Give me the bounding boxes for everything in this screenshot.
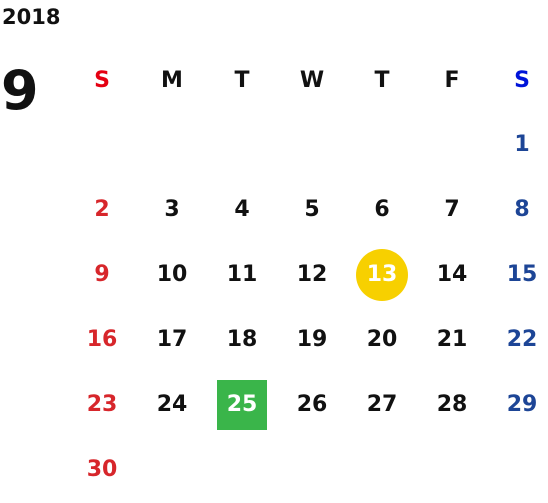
empty-cell: [207, 112, 277, 177]
day-cell[interactable]: 4: [207, 177, 277, 242]
day-number: 7: [444, 197, 460, 222]
day-number: 2: [94, 197, 110, 222]
day-number: 3: [164, 197, 180, 222]
day-number: 12: [296, 262, 328, 287]
weekday-header-tuesday: T: [234, 67, 250, 93]
day-cell[interactable]: 24: [137, 372, 207, 437]
day-number: 24: [156, 392, 188, 417]
day-number: 13: [366, 262, 398, 287]
year-label: 2018: [2, 5, 61, 29]
day-cell[interactable]: 27: [347, 372, 417, 437]
weekday-header-monday: M: [161, 67, 183, 93]
day-cell[interactable]: 15: [487, 242, 548, 307]
day-number: 26: [296, 392, 328, 417]
weekday-header-saturday: S: [514, 67, 530, 93]
empty-cell: [347, 112, 417, 177]
day-cell[interactable]: 5: [277, 177, 347, 242]
day-number: 1: [514, 132, 530, 157]
day-cell[interactable]: 29: [487, 372, 548, 437]
day-cell[interactable]: 10: [137, 242, 207, 307]
day-cell[interactable]: 23: [67, 372, 137, 437]
day-number: 17: [156, 327, 188, 352]
day-cell[interactable]: 6: [347, 177, 417, 242]
empty-cell: [137, 112, 207, 177]
day-number: 23: [86, 392, 118, 417]
day-number: 4: [234, 197, 250, 222]
day-cell[interactable]: 20: [347, 307, 417, 372]
empty-cell: [417, 112, 487, 177]
day-cell[interactable]: 8: [487, 177, 548, 242]
day-number: 28: [436, 392, 468, 417]
day-number: 9: [94, 262, 110, 287]
day-number: 14: [436, 262, 468, 287]
day-cell[interactable]: 30: [67, 437, 137, 502]
day-number: 20: [366, 327, 398, 352]
day-cell-highlighted[interactable]: 25: [207, 372, 277, 437]
day-number: 15: [506, 262, 538, 287]
day-cell[interactable]: 18: [207, 307, 277, 372]
day-cell[interactable]: 26: [277, 372, 347, 437]
day-cell[interactable]: 1: [487, 112, 548, 177]
day-number: 5: [304, 197, 320, 222]
day-cell[interactable]: 9: [67, 242, 137, 307]
day-number: 16: [86, 327, 118, 352]
day-number: 19: [296, 327, 328, 352]
day-cell[interactable]: 2: [67, 177, 137, 242]
day-cell[interactable]: 16: [67, 307, 137, 372]
empty-cell: [67, 112, 137, 177]
month-number: 9: [1, 59, 39, 122]
empty-cell: [277, 112, 347, 177]
day-number: 21: [436, 327, 468, 352]
day-cell[interactable]: 3: [137, 177, 207, 242]
weekday-header-sunday: S: [94, 67, 110, 93]
day-number: 27: [366, 392, 398, 417]
weekday-header-thursday: T: [374, 67, 390, 93]
day-number: 8: [514, 197, 530, 222]
day-cell[interactable]: 28: [417, 372, 487, 437]
day-cell[interactable]: 7: [417, 177, 487, 242]
day-cell-today[interactable]: 13: [347, 242, 417, 307]
day-cell[interactable]: 14: [417, 242, 487, 307]
day-cell[interactable]: 17: [137, 307, 207, 372]
day-number: 10: [156, 262, 188, 287]
day-number: 30: [86, 457, 118, 482]
day-cell[interactable]: 21: [417, 307, 487, 372]
day-cell[interactable]: 22: [487, 307, 548, 372]
day-cell[interactable]: 11: [207, 242, 277, 307]
day-cell[interactable]: 19: [277, 307, 347, 372]
day-number: 11: [226, 262, 258, 287]
day-number: 29: [506, 392, 538, 417]
day-cell[interactable]: 12: [277, 242, 347, 307]
weekday-header-friday: F: [444, 67, 460, 93]
day-number: 22: [506, 327, 538, 352]
weekday-header-wednesday: W: [299, 67, 325, 93]
day-number: 18: [226, 327, 258, 352]
day-number: 6: [374, 197, 390, 222]
day-number: 25: [226, 392, 258, 417]
